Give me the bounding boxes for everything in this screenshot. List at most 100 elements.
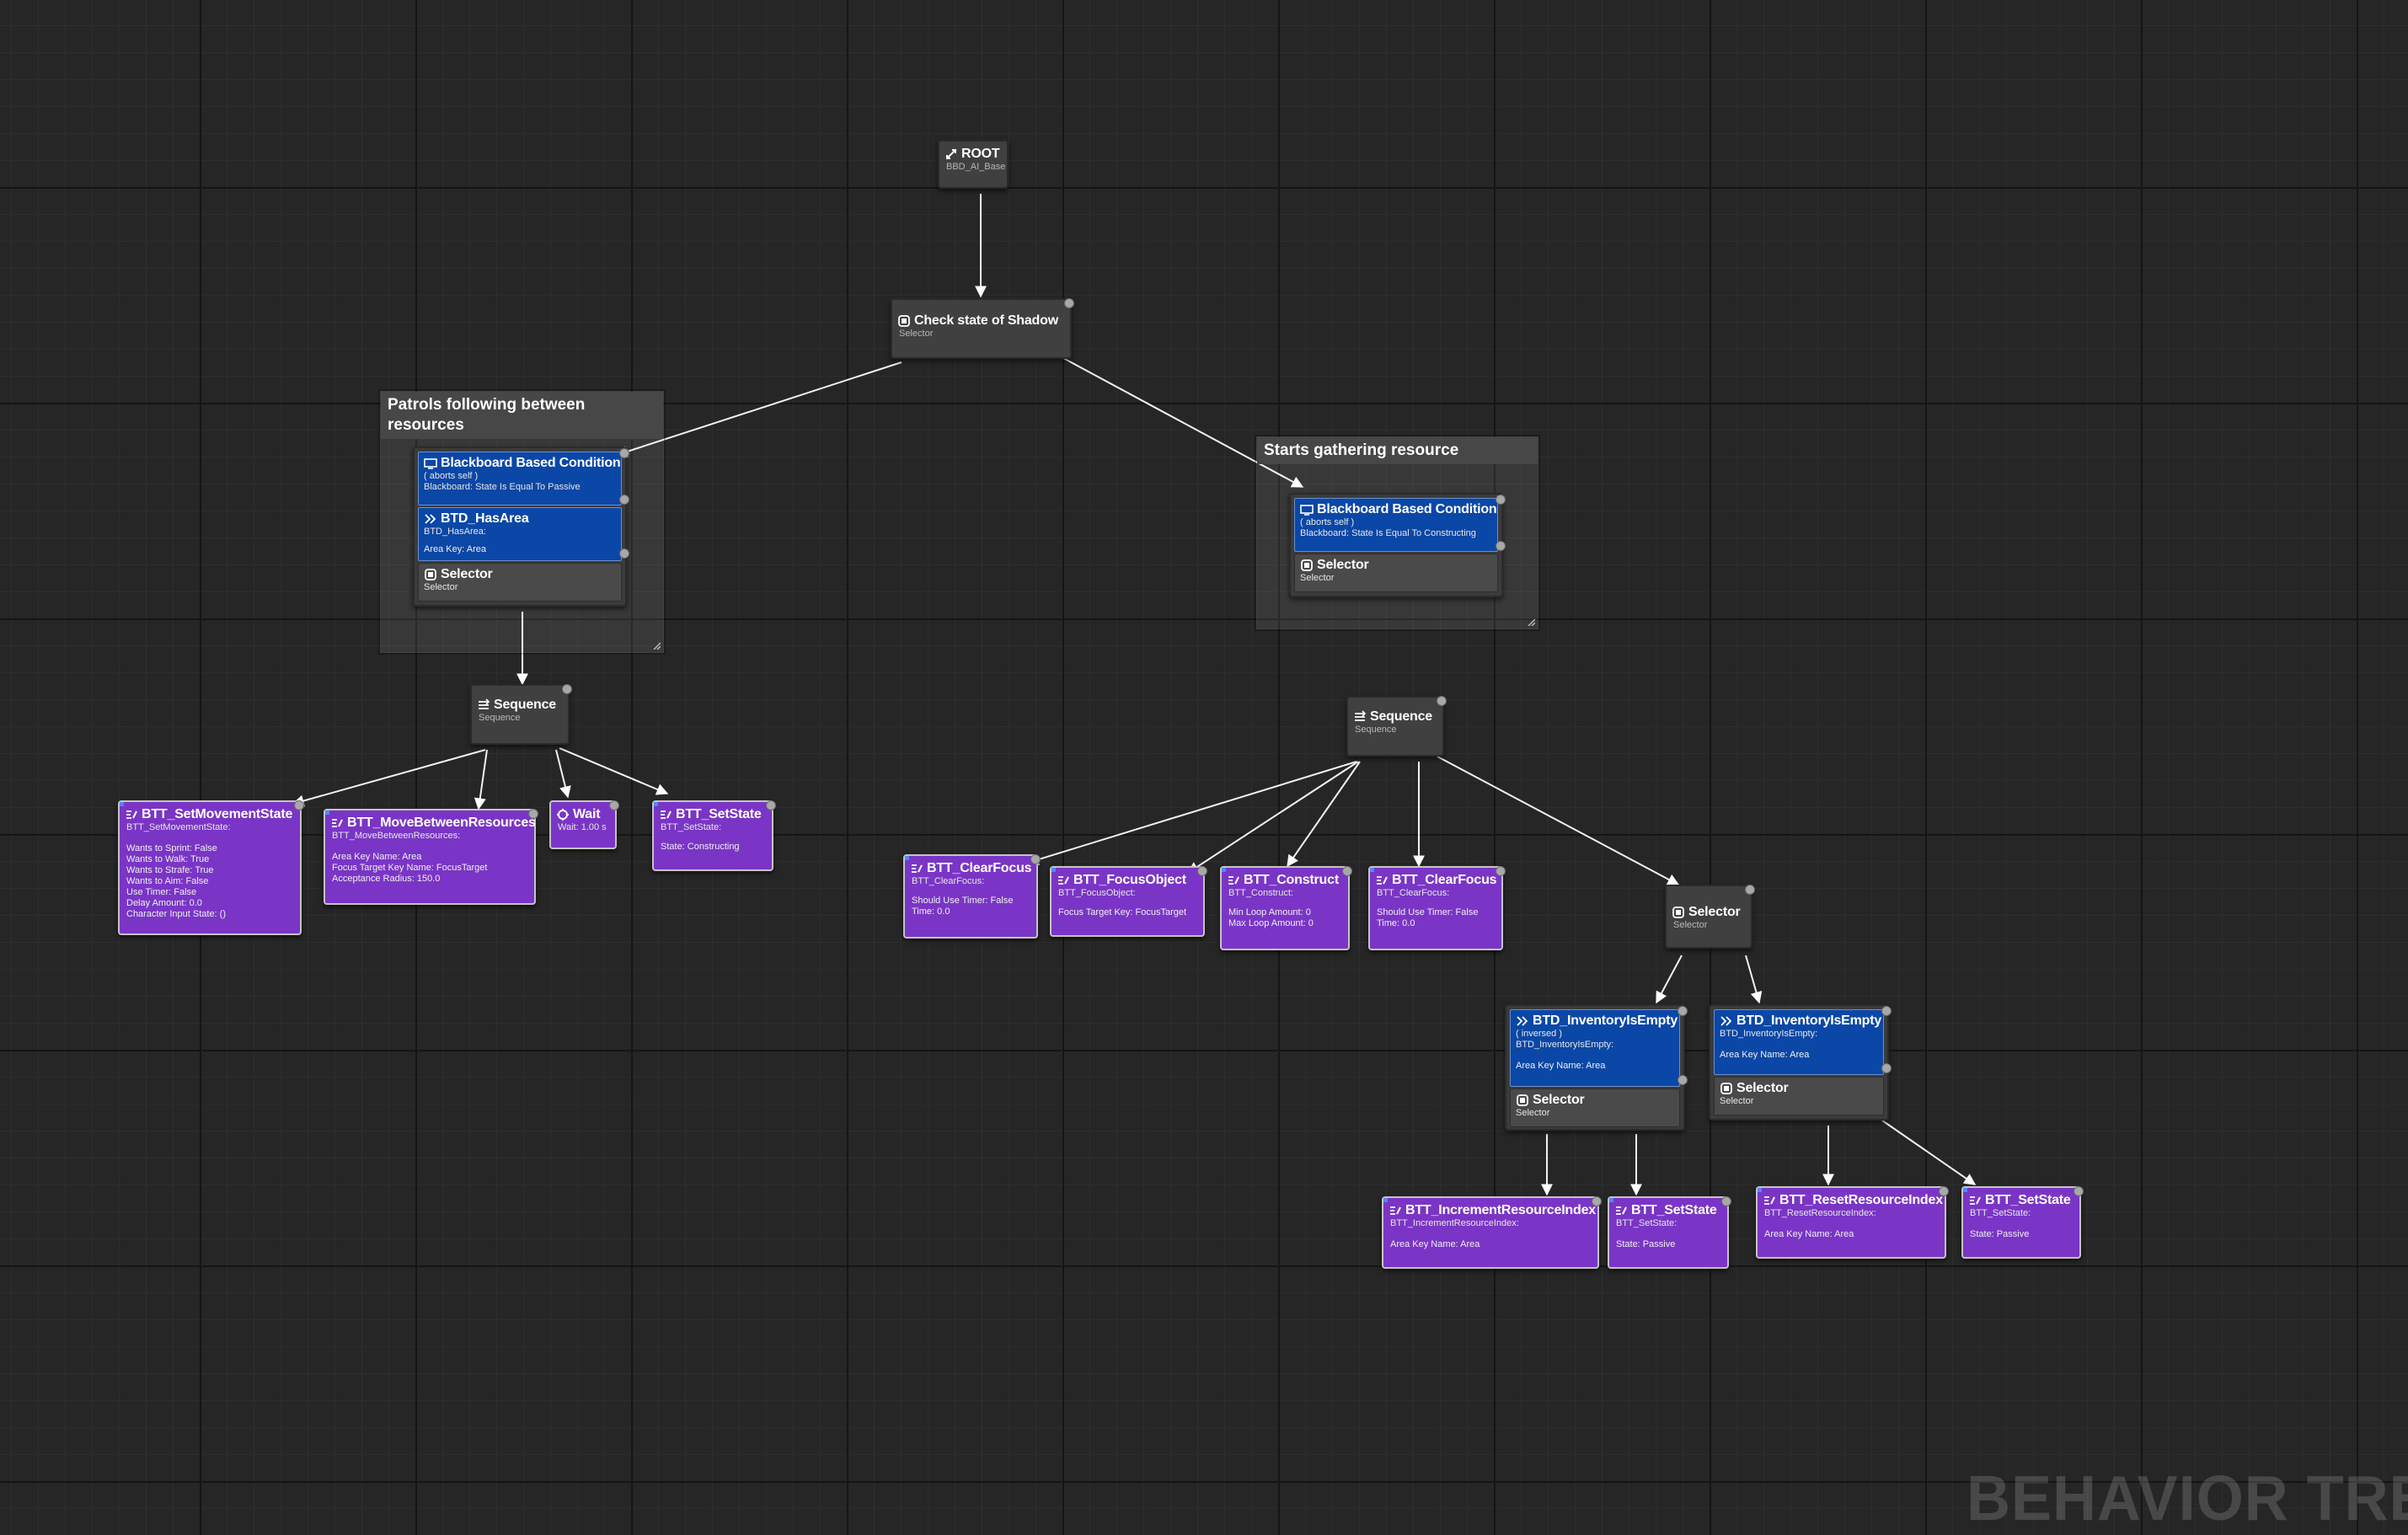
check-state-selector-node[interactable]: Check state of Shadow Selector [891, 298, 1074, 359]
inventory-empty-decorator[interactable]: BTD_InventoryIsEmpty ( inversed ) BTD_In… [1510, 1009, 1680, 1087]
resize-handle-icon[interactable] [652, 641, 661, 650]
blackboard-condition-decorator[interactable]: Blackboard Based Condition ( aborts self… [418, 452, 622, 505]
output-pin[interactable] [619, 548, 629, 559]
resize-handle-icon[interactable] [1527, 618, 1535, 626]
node-subtitle: Selector [1720, 1096, 1754, 1106]
set-state-constructing-task[interactable]: BTT_SetState BTT_SetState: State: Constr… [652, 800, 776, 871]
selector-composite[interactable]: Selector Selector [1714, 1077, 1884, 1115]
inventory-empty-decorator[interactable]: BTD_InventoryIsEmpty BTD_InventoryIsEmpt… [1714, 1009, 1884, 1075]
output-pin[interactable] [1437, 696, 1447, 706]
decorator-title: BTD_HasArea [441, 511, 529, 526]
task-param: Delay Amount: 0.0 [126, 898, 202, 908]
decorator-param: Area Key Name: Area [1516, 1061, 1606, 1071]
node-title: Selector [1736, 1081, 1789, 1095]
set-state-passive-task[interactable]: BTT_SetState BTT_SetState: State: Passiv… [1961, 1186, 2084, 1259]
selector-icon [425, 569, 436, 580]
output-pin[interactable] [619, 448, 629, 458]
node-title: Selector [1317, 558, 1369, 572]
selector-composite[interactable]: Selector Selector [1294, 554, 1498, 592]
output-pin[interactable] [1030, 854, 1041, 864]
output-pin[interactable] [2074, 1186, 2084, 1196]
task-icon [1057, 876, 1069, 885]
patrol-selector-node[interactable]: Blackboard Based Condition ( aborts self… [413, 447, 629, 607]
output-pin[interactable] [1197, 866, 1207, 876]
output-pin[interactable] [1064, 298, 1074, 308]
output-pin[interactable] [1496, 541, 1506, 551]
output-pin[interactable] [1342, 866, 1352, 876]
task-icon [331, 819, 343, 827]
output-pin[interactable] [1496, 495, 1506, 505]
node-title: ROOT [961, 147, 1000, 161]
has-area-decorator[interactable]: BTD_HasArea BTD_HasArea: Area Key: Area [418, 507, 622, 561]
output-pin[interactable] [1721, 1196, 1731, 1206]
node-subtitle: BTT_IncrementResourceIndex: [1390, 1218, 1519, 1228]
output-pin[interactable] [562, 684, 572, 694]
clear-focus-task[interactable]: BTT_ClearFocus BTT_ClearFocus: Should Us… [903, 854, 1041, 939]
behavior-tree-watermark: BEHAVIOR TREE [1967, 1463, 2408, 1534]
task-param: Character Input State: () [126, 909, 226, 919]
node-subtitle: BTT_Construct: [1228, 888, 1294, 898]
blackboard-condition-decorator[interactable]: Blackboard Based Condition ( aborts self… [1294, 498, 1498, 552]
task-icon [1228, 876, 1239, 885]
task-marker [120, 802, 124, 806]
selector-icon [1672, 907, 1684, 918]
node-subtitle: Selector [1300, 573, 1335, 583]
output-pin[interactable] [1939, 1186, 1949, 1196]
root-icon [946, 149, 956, 159]
task-param: State: Passive [1616, 1239, 1676, 1249]
output-pin[interactable] [1881, 1006, 1892, 1016]
task-marker [1222, 868, 1226, 872]
output-pin[interactable] [528, 809, 538, 819]
sequence-icon [1354, 710, 1366, 721]
node-title: BTT_FocusObject [1073, 873, 1186, 887]
reset-resource-index-task[interactable]: BTT_ResetResourceIndex BTT_ResetResource… [1756, 1186, 1949, 1259]
root-node[interactable]: ROOT BBD_AI_Base [938, 140, 1009, 189]
decorator-title: Blackboard Based Condition [441, 456, 621, 470]
output-pin[interactable] [1592, 1196, 1602, 1206]
task-icon [911, 864, 923, 873]
gathering-selector-node[interactable]: Blackboard Based Condition ( aborts self… [1289, 493, 1506, 597]
set-state-passive-task[interactable]: BTT_SetState BTT_SetState: State: Passiv… [1608, 1196, 1731, 1269]
node-subtitle: BBD_AI_Base [946, 162, 1006, 172]
decorator-icon [425, 514, 436, 524]
selector-composite[interactable]: Selector Selector [1510, 1088, 1680, 1127]
move-between-resources-task[interactable]: BTT_MoveBetweenResources BTT_MoveBetween… [324, 809, 538, 905]
tree-edge [474, 749, 488, 810]
decorator-title: Blackboard Based Condition [1317, 502, 1497, 516]
node-title: BTT_SetMovementState [142, 807, 293, 821]
wait-task[interactable]: Wait Wait: 1.00 s [549, 800, 619, 849]
output-pin[interactable] [294, 800, 304, 810]
inventory-selector-node[interactable]: Selector Selector [1665, 885, 1755, 949]
inventory-empty-node[interactable]: BTD_InventoryIsEmpty BTD_InventoryIsEmpt… [1709, 1004, 1892, 1120]
task-params: Min Loop Amount: 0 Max Loop Amount: 0 [1222, 899, 1348, 933]
task-param: Focus Target Key: FocusTarget [1058, 907, 1187, 917]
output-pin[interactable] [1745, 885, 1755, 895]
output-pin[interactable] [619, 495, 629, 505]
task-params: Should Use Timer: False Time: 0.0 [1370, 899, 1501, 933]
increment-resource-index-task[interactable]: BTT_IncrementResourceIndex BTT_Increment… [1382, 1196, 1602, 1269]
task-param: Wants to Strafe: True [126, 865, 214, 875]
construct-task[interactable]: BTT_Construct BTT_Construct: Min Loop Am… [1220, 866, 1352, 950]
output-pin[interactable] [1496, 866, 1506, 876]
patrol-sequence-node[interactable]: Sequence Sequence [470, 684, 572, 745]
output-pin[interactable] [1678, 1006, 1688, 1016]
set-movement-state-task[interactable]: BTT_SetMovementState BTT_SetMovementStat… [118, 800, 304, 935]
clear-focus-task[interactable]: BTT_ClearFocus BTT_ClearFocus: Should Us… [1368, 866, 1506, 950]
selector-composite[interactable]: Selector Selector [418, 563, 622, 602]
task-marker [654, 802, 658, 806]
node-title: Selector [1533, 1093, 1585, 1107]
gathering-sequence-node[interactable]: Sequence Sequence [1346, 696, 1447, 757]
decorator-title: BTD_InventoryIsEmpty [1736, 1014, 1882, 1028]
decorator-param: Area Key Name: Area [1720, 1050, 1810, 1060]
output-pin[interactable] [766, 800, 776, 810]
output-pin[interactable] [609, 800, 619, 810]
task-param: Time: 0.0 [912, 907, 950, 917]
decorator-subtitle: BTD_HasArea: [424, 527, 486, 537]
task-param: Area Key Name: Area [1390, 1239, 1480, 1249]
inventory-empty-inversed-node[interactable]: BTD_InventoryIsEmpty ( inversed ) BTD_In… [1505, 1004, 1688, 1131]
node-subtitle: BTT_SetState: [1970, 1208, 2031, 1218]
output-pin[interactable] [1678, 1075, 1688, 1085]
focus-object-task[interactable]: BTT_FocusObject BTT_FocusObject: Focus T… [1050, 866, 1207, 937]
task-marker [1963, 1188, 1967, 1192]
output-pin[interactable] [1881, 1063, 1892, 1073]
